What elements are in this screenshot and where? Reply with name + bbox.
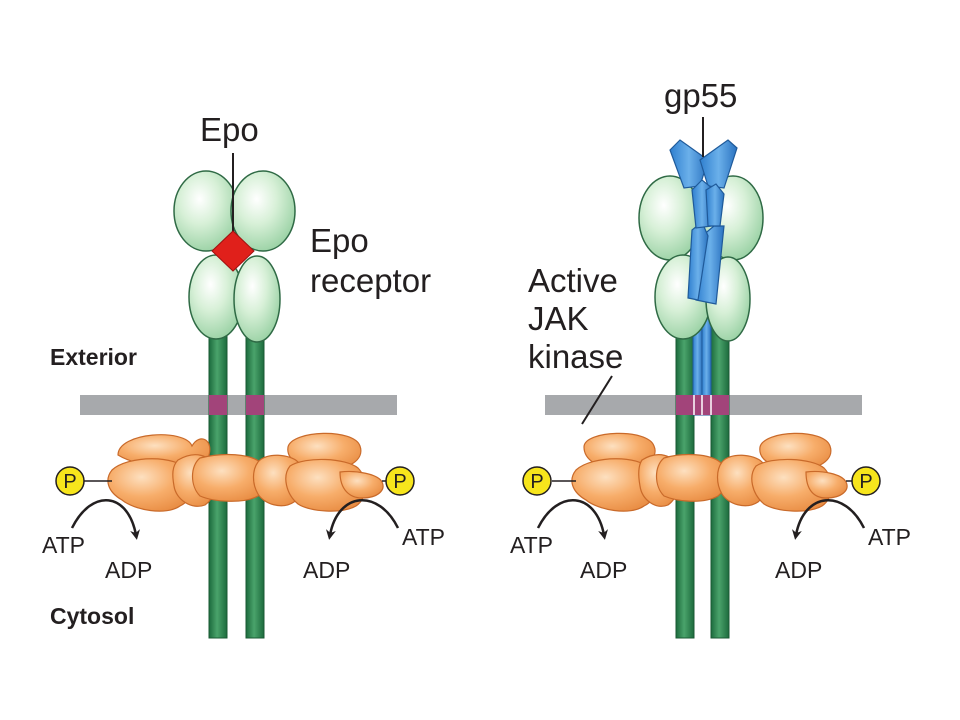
gp55-label: gp55 <box>664 77 737 114</box>
jak-kinase <box>716 432 848 512</box>
cytosol-label: Cytosol <box>50 603 134 629</box>
jak-kinase <box>107 434 267 512</box>
phosphate-label: P <box>859 471 872 493</box>
phosphate-group <box>851 466 881 496</box>
phosphate-label: P <box>530 471 543 493</box>
phosphate-group <box>522 466 552 496</box>
adp-label: ADP <box>580 557 627 583</box>
left-panel: P P ATP ADP ATP ADP Epo Epo receptor Ext… <box>42 111 445 639</box>
transmembrane-segment <box>702 395 711 415</box>
jak-kinase <box>571 432 727 512</box>
epo-ligand <box>211 230 255 272</box>
adp-label: ADP <box>303 557 350 583</box>
receptor-domain <box>233 255 281 343</box>
atp-label: ATP <box>402 524 445 550</box>
receptor-domain <box>230 170 296 252</box>
right-panel: P P ATP ADP ATP ADP gp55 Active JAK kina… <box>510 77 911 639</box>
phosphate-group <box>385 466 415 496</box>
active-jak-label-line1: Active <box>528 262 618 299</box>
adp-label: ADP <box>105 557 152 583</box>
active-jak-pointer-line <box>581 375 613 425</box>
atp-label: ATP <box>42 532 85 558</box>
transmembrane-segment <box>209 395 227 415</box>
membrane-bar <box>80 395 397 415</box>
atp-adp-arrow <box>70 499 140 540</box>
epo-receptor-label-line2: receptor <box>310 262 431 299</box>
atp-label: ATP <box>868 524 911 550</box>
adp-label: ADP <box>775 557 822 583</box>
active-jak-label-line2: JAK <box>528 300 589 337</box>
phosphate-label: P <box>393 471 406 493</box>
phosphate-group <box>55 466 85 496</box>
phosphate-label: P <box>63 471 76 493</box>
epo-receptor-label-line1: Epo <box>310 222 369 259</box>
atp-adp-arrow <box>536 499 608 540</box>
jak-kinase <box>252 432 384 512</box>
transmembrane-segment <box>693 395 702 415</box>
atp-adp-arrow <box>792 499 866 540</box>
transmembrane-segment <box>711 395 729 415</box>
gp55-protein <box>669 139 738 305</box>
atp-adp-arrow <box>326 499 400 540</box>
epo-label: Epo <box>200 111 259 148</box>
exterior-label: Exterior <box>50 344 137 370</box>
atp-label: ATP <box>510 532 553 558</box>
transmembrane-segment <box>676 395 694 415</box>
active-jak-label-line3: kinase <box>528 338 623 375</box>
transmembrane-segment <box>246 395 264 415</box>
